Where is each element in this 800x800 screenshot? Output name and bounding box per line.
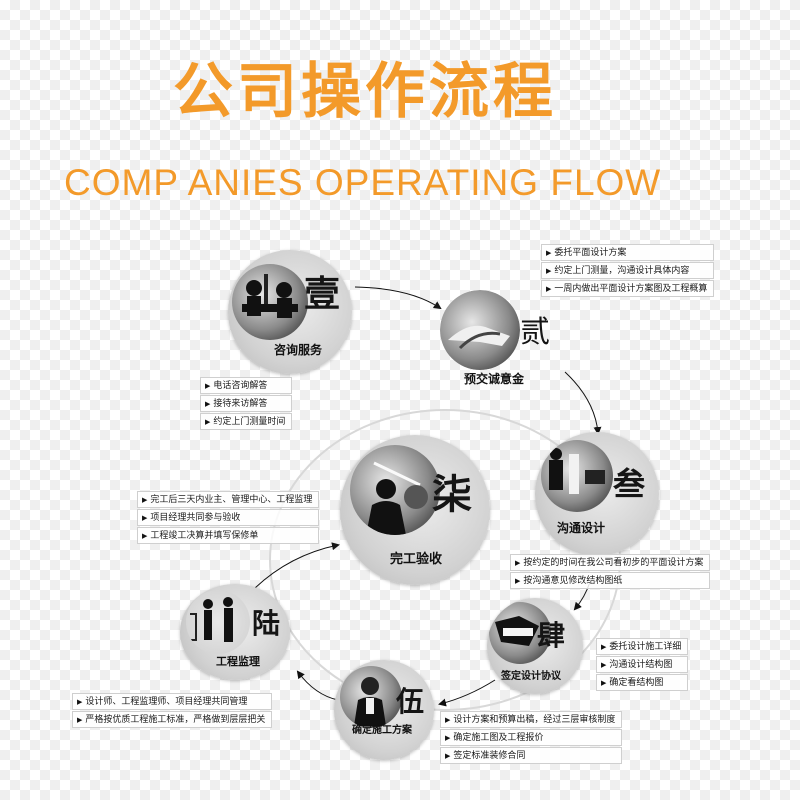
office-meeting-photo-icon (541, 440, 613, 512)
note-text: 按约定的时间在我公司看初步的平面设计方案 (523, 558, 704, 568)
notes-step-2: ▶委托平面设计方案 ▶约定上门测量，沟通设计具体内容 ▶一周内做出平面设计方案图… (541, 244, 715, 298)
note-text: 接待来访解答 (213, 399, 268, 409)
note-text: 项目经理共同参与验收 (150, 513, 241, 523)
notes-step-4: ▶委托设计施工详细 ▶沟通设计结构图 ▶确定看结构图 (596, 638, 689, 692)
note-text: 电话咨询解答 (213, 381, 268, 391)
site-supervision-photo-icon (186, 590, 250, 654)
step-5-circle[interactable]: 伍 确定施工方案 (334, 660, 434, 760)
arrow-2-3 (564, 371, 602, 435)
note-text: 委托设计施工详细 (609, 642, 682, 652)
step-7-number: 柒 (432, 471, 472, 518)
note-text: 完工后三天内业主、管理中心、工程监理 (150, 495, 313, 505)
note-text: 委托平面设计方案 (554, 248, 627, 258)
signing-photo-icon (489, 602, 551, 664)
notes-step-3: ▶按约定的时间在我公司看初步的平面设计方案 ▶按沟通意见修改结构图纸 (510, 554, 711, 590)
step-1-label: 咨询服务 (274, 343, 323, 357)
note-text: 设计师、工程监理师、项目经理共同管理 (85, 697, 248, 707)
consulting-photo-icon (232, 264, 308, 340)
note-text: 确定施工图及工程报价 (453, 733, 544, 743)
step-4-circle[interactable]: 肆 签定设计协议 (487, 598, 583, 694)
arrow-5-6 (296, 670, 339, 701)
notes-step-5: ▶设计方案和预算出稿，经过三层审核制度 ▶确定施工图及工程报价 ▶签定标准装修合… (440, 711, 623, 765)
note-text: 约定上门测量时间 (213, 417, 286, 427)
notes-step-1: ▶电话咨询解答 ▶接待来访解答 ▶约定上门测量时间 (200, 377, 293, 431)
note-text: 沟通设计结构图 (609, 660, 673, 670)
step-6-circle[interactable]: 陆 工程监理 (180, 584, 290, 680)
step-4-number: 肆 (537, 619, 566, 652)
step-7-circle[interactable]: 柒 完工验收 (340, 435, 490, 585)
step-4-label: 签定设计协议 (501, 671, 561, 682)
note-text: 一周内做出平面设计方案图及工程概算 (554, 284, 708, 294)
note-text: 设计方案和预算出稿，经过三层审核制度 (453, 715, 616, 725)
completion-photo-icon (350, 445, 440, 535)
step-2-number: 贰 (520, 315, 550, 350)
note-text: 严格按优质工程施工标准，严格做到层层把关 (85, 715, 266, 725)
note-text: 确定看结构图 (609, 678, 664, 688)
notes-step-6: ▶设计师、工程监理师、项目经理共同管理 ▶严格按优质工程施工标准，严格做到层层把… (72, 693, 273, 729)
step-3-label: 沟通设计 (557, 521, 606, 535)
step-6-label: 工程监理 (216, 655, 260, 668)
notes-step-7: ▶完工后三天内业主、管理中心、工程监理 ▶项目经理共同参与验收 ▶工程竣工决算并… (137, 491, 320, 545)
note-text: 工程竣工决算并填写保修单 (150, 531, 259, 541)
note-text: 签定标准装修合同 (453, 751, 526, 761)
step-5-label: 确定施工方案 (352, 725, 412, 736)
note-text: 约定上门测量，沟通设计具体内容 (554, 266, 690, 276)
note-text: 按沟通意见修改结构图纸 (523, 576, 623, 586)
step-1-number: 壹 (304, 273, 341, 315)
step-2-circle[interactable] (440, 290, 520, 370)
handshake-photo-icon (440, 290, 520, 370)
step-3-number: 叁 (613, 465, 646, 503)
arrow-1-2 (354, 286, 442, 310)
step-5-number: 伍 (396, 685, 425, 718)
step-2-label: 预交诚意金 (464, 372, 525, 386)
step-7-label: 完工验收 (390, 552, 443, 567)
page-subtitle: COMP ANIES OPERATING FLOW (64, 162, 662, 203)
step-6-number: 陆 (252, 607, 281, 640)
arrow-4-5 (438, 679, 496, 707)
step-3-circle[interactable]: 叁 沟通设计 (535, 432, 659, 556)
arrow-6-7 (254, 542, 340, 589)
presenter-photo-icon (340, 666, 402, 728)
step-1-circle[interactable]: 壹 咨询服务 (228, 250, 352, 374)
page-title: 公司操作流程 (173, 57, 557, 127)
